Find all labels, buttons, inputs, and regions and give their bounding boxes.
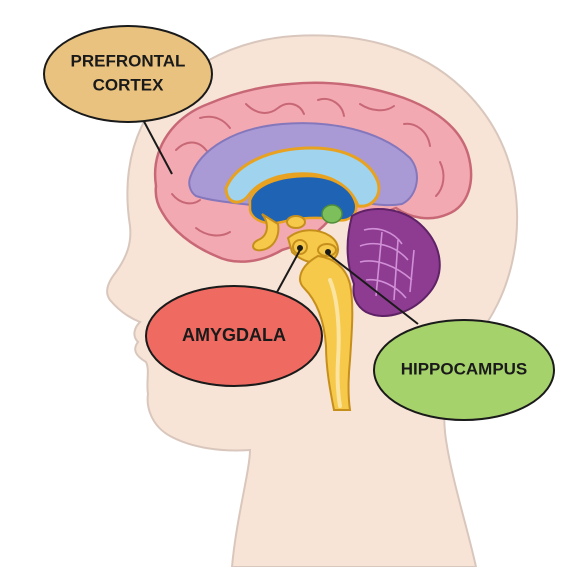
prefrontal-cortex-bubble [43,25,213,123]
corpus-callosum [224,146,381,208]
amygdala-marker [297,245,303,251]
hippocampus-label: HIPPOCAMPUS [373,319,555,421]
prefrontal-cortex-label: PREFRONTAL CORTEX [43,25,213,123]
amygdala-label: AMYGDALA [145,285,323,387]
prefrontal-cortex-line1: PREFRONTAL [71,51,186,70]
cerebellum [346,208,441,317]
gyri-lines [171,98,445,237]
hippocampus-bubble [373,319,555,421]
amygdala-leader-line [275,249,301,295]
brainstem-highlight [328,278,342,408]
hippocampus-marker [325,249,331,255]
cerebellum-folia [359,228,415,301]
leader-lines [139,113,419,325]
hippocampus-leader-line [327,253,419,325]
amygdala-bubble [145,285,323,387]
prefrontal-leader-line [139,113,173,175]
hippocampus-text: HIPPOCAMPUS [401,359,528,378]
prefrontal-cortex-line2: CORTEX [93,75,165,94]
amygdala-text: AMYGDALA [182,325,286,345]
green-nodule [321,204,343,224]
